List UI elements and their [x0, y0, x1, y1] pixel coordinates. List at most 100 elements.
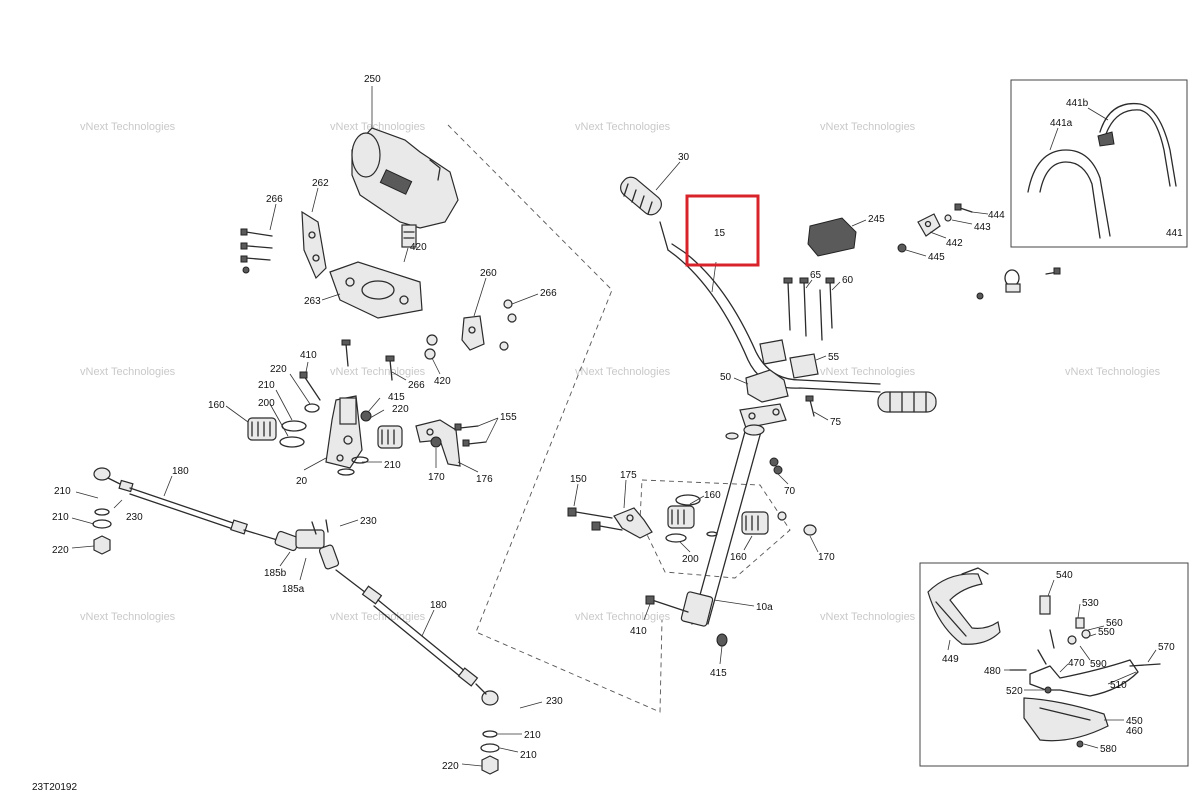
callout-210[interactable]: 210 — [520, 750, 537, 761]
callout-410[interactable]: 410 — [300, 350, 317, 361]
callout-470[interactable]: 470 — [1068, 658, 1085, 669]
bolts-65-60[interactable] — [783, 277, 835, 341]
nut-415[interactable] — [360, 410, 372, 422]
callout-480[interactable]: 480 — [984, 666, 1001, 677]
callout-443[interactable]: 443 — [974, 222, 991, 233]
bushing-160-left[interactable] — [247, 417, 277, 441]
washers-left[interactable] — [279, 403, 320, 448]
callout-210[interactable]: 210 — [258, 380, 275, 391]
clamp-175[interactable] — [613, 507, 653, 539]
nut-415-center[interactable] — [716, 633, 728, 647]
center-link-185[interactable] — [274, 519, 340, 570]
callout-170[interactable]: 170 — [818, 552, 835, 563]
callout-530[interactable]: 530 — [1082, 598, 1099, 609]
bracket-176[interactable] — [415, 419, 461, 467]
callout-30[interactable]: 30 — [678, 152, 690, 163]
callout-10a[interactable]: 10a — [756, 602, 773, 613]
callout-230[interactable]: 230 — [126, 512, 143, 523]
bracket-262[interactable] — [301, 210, 327, 280]
bolts-150[interactable] — [567, 507, 623, 531]
callout-210[interactable]: 210 — [54, 486, 71, 497]
tie-rod-end-left[interactable] — [92, 508, 112, 555]
screw-444[interactable] — [954, 203, 973, 213]
callout-442[interactable]: 442 — [946, 238, 963, 249]
callout-415[interactable]: 415 — [388, 392, 405, 403]
bushing-right[interactable] — [377, 425, 403, 449]
steering-column-10a[interactable] — [680, 424, 765, 627]
washers-lower[interactable] — [337, 456, 369, 476]
nuts-266[interactable] — [499, 299, 517, 351]
washer-443[interactable] — [944, 214, 952, 222]
bolts-266[interactable] — [240, 228, 273, 274]
callout-175[interactable]: 175 — [620, 470, 637, 481]
callout-185b[interactable]: 185b — [264, 568, 287, 579]
bolt-75[interactable] — [805, 395, 815, 417]
tie-rod-end-right[interactable] — [480, 730, 500, 775]
callout-160[interactable]: 160 — [208, 400, 225, 411]
nut-170-center[interactable] — [803, 524, 817, 536]
callout-262[interactable]: 262 — [312, 178, 329, 189]
grip-right[interactable] — [877, 391, 937, 413]
callout-445[interactable]: 445 — [928, 252, 945, 263]
callout-263[interactable]: 263 — [304, 296, 321, 307]
callout-160[interactable]: 160 — [704, 490, 721, 501]
callout-210[interactable]: 210 — [524, 730, 541, 741]
callout-266[interactable]: 266 — [266, 194, 283, 205]
clip-442[interactable] — [917, 213, 941, 237]
nuts-420[interactable] — [424, 334, 438, 360]
tie-rod-180-upper[interactable] — [93, 467, 285, 543]
callout-520[interactable]: 520 — [1006, 686, 1023, 697]
callout-444[interactable]: 444 — [988, 210, 1005, 221]
callout-590[interactable]: 590 — [1090, 659, 1107, 670]
callout-450[interactable]: 450 — [1126, 716, 1143, 727]
callout-20[interactable]: 20 — [296, 476, 308, 487]
callout-160[interactable]: 160 — [730, 552, 747, 563]
callout-510[interactable]: 510 — [1110, 680, 1127, 691]
bushings-160-center[interactable] — [665, 494, 787, 543]
callout-220[interactable]: 220 — [442, 761, 459, 772]
callout-449[interactable]: 449 — [942, 654, 959, 665]
grip-30[interactable] — [617, 174, 665, 219]
callout-220[interactable]: 220 — [52, 545, 69, 556]
callout-540[interactable]: 540 — [1056, 570, 1073, 581]
mount-plate-263[interactable] — [329, 261, 423, 319]
bracket-260[interactable] — [461, 315, 485, 351]
callout-570[interactable]: 570 — [1158, 642, 1175, 653]
callout-150[interactable]: 150 — [570, 474, 587, 485]
callout-170[interactable]: 170 — [428, 472, 445, 483]
tie-rod-180-lower[interactable] — [335, 569, 499, 706]
nut-445[interactable] — [897, 243, 907, 253]
callout-415[interactable]: 415 — [710, 668, 727, 679]
callout-441[interactable]: 441 — [1166, 228, 1183, 239]
callout-60[interactable]: 60 — [842, 275, 854, 286]
callout-250[interactable]: 250 — [364, 74, 381, 85]
nuts-70[interactable] — [769, 457, 783, 475]
callout-420[interactable]: 420 — [434, 376, 451, 387]
nut-170-left[interactable] — [430, 436, 442, 448]
callout-460[interactable]: 460 — [1126, 726, 1143, 737]
callout-266[interactable]: 266 — [408, 380, 425, 391]
callout-55[interactable]: 55 — [828, 352, 840, 363]
callout-266[interactable]: 266 — [540, 288, 557, 299]
callout-210[interactable]: 210 — [52, 512, 69, 523]
callout-70[interactable]: 70 — [784, 486, 796, 497]
pitman-arm-20[interactable] — [325, 395, 363, 469]
callout-50[interactable]: 50 — [720, 372, 732, 383]
callout-220[interactable]: 220 — [392, 404, 409, 415]
callout-65[interactable]: 65 — [810, 270, 822, 281]
callout-410[interactable]: 410 — [630, 626, 647, 637]
callout-420[interactable]: 420 — [410, 242, 427, 253]
switch-245[interactable] — [807, 217, 857, 257]
callout-15[interactable]: 15 — [714, 228, 726, 239]
callout-550[interactable]: 550 — [1098, 627, 1115, 638]
callout-220[interactable]: 220 — [270, 364, 287, 375]
callout-200[interactable]: 200 — [258, 398, 275, 409]
callout-200[interactable]: 200 — [682, 554, 699, 565]
callout-441a[interactable]: 441a — [1050, 118, 1073, 129]
callout-155[interactable]: 155 — [500, 412, 517, 423]
callout-260[interactable]: 260 — [480, 268, 497, 279]
callout-180[interactable]: 180 — [430, 600, 447, 611]
bolt-410-center[interactable] — [645, 595, 689, 613]
callout-75[interactable]: 75 — [830, 417, 842, 428]
bolts-266-lower[interactable] — [341, 339, 395, 381]
